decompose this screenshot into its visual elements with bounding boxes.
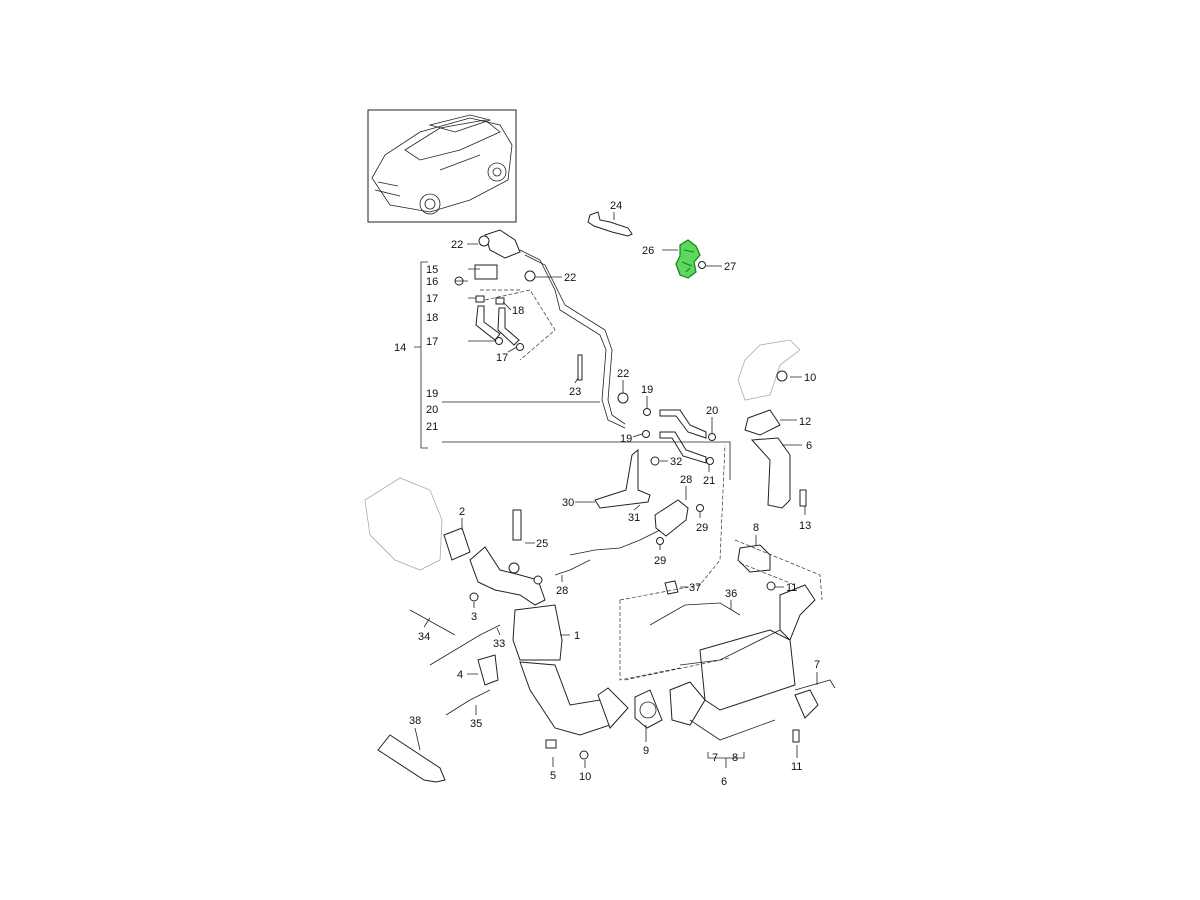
mount-8: [737, 544, 771, 573]
callout-12[interactable]: 12: [799, 416, 811, 428]
callout-18[interactable]: 18: [512, 305, 524, 317]
callout-17[interactable]: 17: [426, 293, 438, 305]
callout-8[interactable]: 8: [732, 752, 738, 764]
bolt-23: [577, 354, 583, 381]
callout-23[interactable]: 23: [569, 386, 581, 398]
paste-tube-38: [377, 734, 446, 783]
callout-35[interactable]: 35: [470, 718, 482, 730]
highlighted-bracket-26[interactable]: [675, 239, 701, 279]
callout-8[interactable]: 8: [753, 522, 759, 534]
manifold-and-catalytic-converter: [364, 477, 629, 736]
callout-1[interactable]: 1: [574, 630, 580, 642]
callout-28[interactable]: 28: [556, 585, 568, 597]
sensor-28: [654, 499, 689, 537]
callout-4[interactable]: 4: [457, 669, 463, 681]
callout-20[interactable]: 20: [426, 404, 438, 416]
callout-37[interactable]: 37: [689, 582, 701, 594]
hose-21: [659, 431, 707, 464]
callout-28[interactable]: 28: [680, 474, 692, 486]
callout-15[interactable]: 15: [426, 264, 438, 276]
cable-tie-34: [409, 609, 456, 636]
rear-silencer: [669, 584, 836, 743]
clip-22: [617, 392, 629, 404]
callout-5[interactable]: 5: [550, 770, 556, 782]
callout-38[interactable]: 38: [409, 715, 421, 727]
callout-11[interactable]: 11: [786, 582, 797, 594]
callout-19[interactable]: 19: [641, 384, 653, 396]
hose-19-20: [659, 409, 707, 439]
callout-22[interactable]: 22: [564, 272, 576, 284]
callout-24[interactable]: 24: [610, 200, 622, 212]
callout-14[interactable]: 14: [394, 342, 406, 354]
callout-19[interactable]: 19: [426, 388, 438, 400]
callout-29[interactable]: 29: [654, 555, 666, 567]
callout-36[interactable]: 36: [725, 588, 737, 600]
callout-7[interactable]: 7: [712, 752, 718, 764]
callout-2[interactable]: 2: [459, 506, 465, 518]
callout-labels: 24 26 27 22 22 22 15 16 17 18 18 17 17 1…: [394, 200, 820, 788]
group-bracket-14: [414, 261, 428, 449]
callout-31[interactable]: 31: [628, 512, 640, 524]
callout-11[interactable]: 11: [791, 761, 802, 773]
callout-6[interactable]: 6: [721, 776, 727, 788]
callout-27[interactable]: 27: [724, 261, 736, 273]
callout-10[interactable]: 10: [579, 771, 591, 783]
callout-3[interactable]: 3: [471, 611, 477, 623]
callout-21[interactable]: 21: [703, 475, 715, 487]
clip-37: [664, 580, 679, 595]
callout-17[interactable]: 17: [426, 336, 438, 348]
callout-18[interactable]: 18: [426, 312, 438, 324]
callout-16[interactable]: 16: [426, 276, 438, 288]
callout-26[interactable]: 26: [642, 245, 654, 257]
callout-19[interactable]: 19: [620, 433, 632, 445]
callout-7[interactable]: 7: [814, 659, 820, 671]
callout-17[interactable]: 17: [496, 352, 508, 364]
nut-10: [579, 750, 589, 760]
oxygen-sensor-25: [512, 509, 522, 541]
bracket-30: [594, 448, 651, 509]
gasket-9: [634, 689, 663, 729]
callout-6[interactable]: 6: [806, 440, 812, 452]
callout-29[interactable]: 29: [696, 522, 708, 534]
sensor-36-cable: [649, 602, 741, 626]
callout-30[interactable]: 30: [562, 497, 574, 509]
callout-22[interactable]: 22: [617, 368, 629, 380]
callout-22[interactable]: 22: [451, 239, 463, 251]
callout-9[interactable]: 9: [643, 745, 649, 757]
callout-34[interactable]: 34: [418, 631, 430, 643]
exhaust-pipe-upper-right: [737, 339, 807, 509]
callout-10[interactable]: 10: [804, 372, 816, 384]
vehicle-thumbnail: [367, 109, 517, 223]
callout-21[interactable]: 21: [426, 421, 438, 433]
bolt-5: [545, 739, 557, 749]
callout-25[interactable]: 25: [536, 538, 548, 550]
nut-27: [698, 261, 706, 269]
bracket-24: [587, 211, 633, 237]
pressure-pipe: [519, 249, 626, 429]
sensor-33: [429, 624, 501, 666]
callout-13[interactable]: 13: [799, 520, 811, 532]
sensor-35: [445, 689, 491, 716]
pressure-sensor-assembly: [454, 229, 556, 361]
callout-33[interactable]: 33: [493, 638, 505, 650]
callout-32[interactable]: 32: [670, 456, 682, 468]
heat-shield-4: [477, 654, 499, 686]
callout-20[interactable]: 20: [706, 405, 718, 417]
